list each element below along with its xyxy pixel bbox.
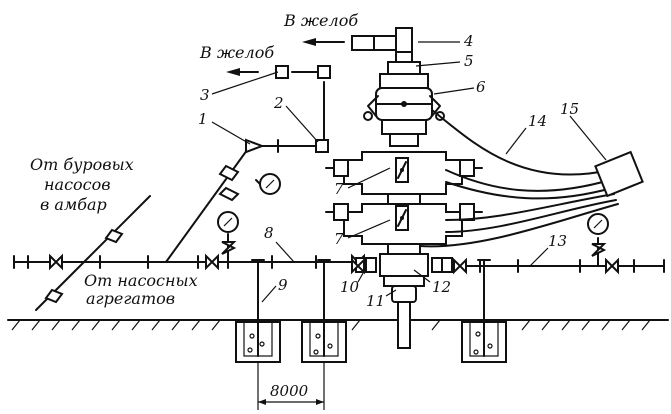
callout-7-upper: 7 <box>334 180 344 198</box>
trough-line-top <box>302 27 413 53</box>
callout-7-lower: 7 <box>334 230 344 248</box>
dimension-8000: 8000 <box>257 362 325 410</box>
callout-14: 14 <box>528 112 547 130</box>
anchor-pit-2 <box>301 259 347 363</box>
callout-13: 13 <box>548 232 567 250</box>
callout-11: 11 <box>366 292 385 310</box>
label-drill-pumps-3: в амбар <box>40 195 107 214</box>
dimension-label: 8000 <box>270 382 309 400</box>
label-to-trough-top: В желоб <box>283 11 358 30</box>
ground <box>7 319 669 331</box>
hydraulic-lines <box>419 109 644 248</box>
trough-line-left <box>226 65 331 153</box>
label-pump-units-2: агрегатов <box>86 289 175 308</box>
left-manifold-line <box>13 253 365 271</box>
label-drill-pumps-2: насосов <box>44 175 111 194</box>
label-drill-pumps-1: От буровых <box>30 155 134 174</box>
control-unit <box>594 150 644 198</box>
callout-4: 4 <box>463 32 474 50</box>
callout-9: 9 <box>278 276 288 294</box>
callout-15: 15 <box>560 100 579 118</box>
callout-numbers: 1 2 3 4 5 6 7 7 8 9 10 11 12 13 14 15 <box>198 32 579 310</box>
callout-3: 3 <box>200 86 210 104</box>
callout-10: 10 <box>340 278 360 296</box>
anchor-pit-3 <box>461 259 507 363</box>
leader-lines <box>211 41 607 303</box>
callout-6: 6 <box>476 78 486 96</box>
text-labels: В желоб В желоб От буровых насосов в амб… <box>30 11 358 308</box>
wellhead-stack <box>325 51 483 349</box>
label-to-trough-left: В желоб <box>199 43 274 62</box>
choke-line <box>165 138 323 263</box>
callout-2: 2 <box>273 94 284 112</box>
anchor-pit-1 <box>235 259 281 363</box>
right-manifold-line <box>465 213 665 275</box>
callout-8: 8 <box>264 224 274 242</box>
callout-5: 5 <box>464 52 474 70</box>
pressure-gauge-2 <box>217 211 239 263</box>
drill-pumps-line <box>35 195 151 311</box>
callout-12: 12 <box>432 278 451 296</box>
label-pump-units-1: От насосных <box>84 271 198 290</box>
callout-1: 1 <box>198 110 208 128</box>
